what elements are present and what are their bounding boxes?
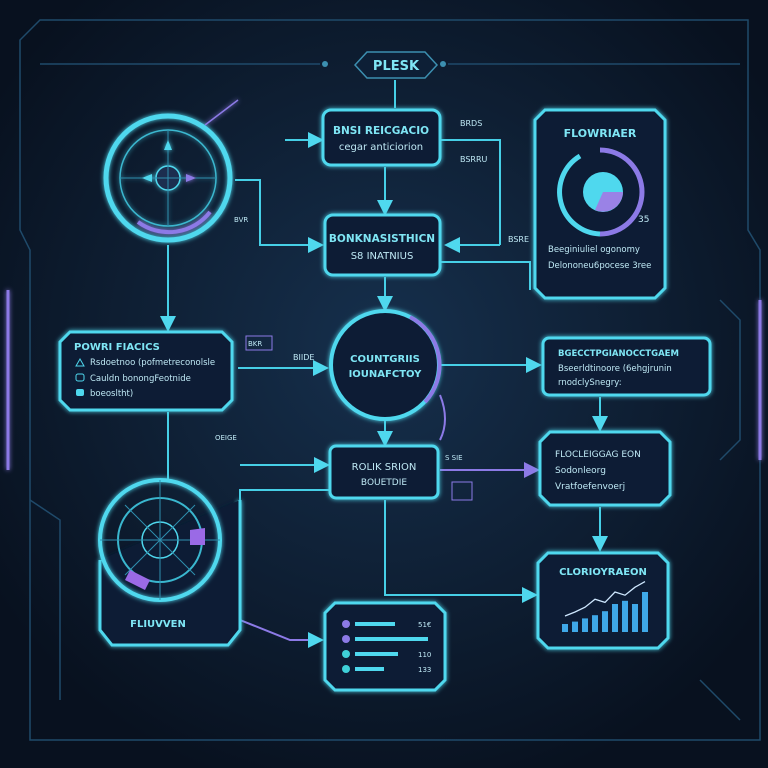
chart-bar — [602, 611, 608, 632]
svg-text:S8 INATNIUS: S8 INATNIUS — [351, 251, 414, 262]
node-center[interactable]: COUNTGRIIS IOUNAFCTOY — [329, 309, 442, 421]
svg-text:PLESK: PLESK — [373, 59, 420, 74]
svg-text:Bseerldtinoore (6ehgjrunin: Bseerldtinoore (6ehgjrunin — [558, 364, 672, 374]
row-icon — [342, 620, 350, 628]
list-item: Beeginiuliel ogonomy — [548, 245, 640, 255]
label-bsre: BSRE — [508, 235, 529, 244]
svg-text:FLOCLEIGGAG EON: FLOCLEIGGAG EON — [555, 450, 641, 460]
chart-bar — [572, 621, 578, 632]
progress-bar — [355, 637, 428, 641]
chart-bar — [622, 600, 628, 632]
svg-text:Vratfoefenvoerj: Vratfoefenvoerj — [555, 482, 625, 492]
chart-bar — [592, 615, 598, 632]
svg-text:COUNTGRIIS: COUNTGRIIS — [350, 354, 420, 365]
pie-gauge-icon — [557, 147, 645, 237]
list-item: Cauldn bonongFeotnide — [90, 374, 191, 384]
row-value: 110 — [418, 651, 431, 659]
node-right-2[interactable]: FLOCLEIGGAG EON Sodonleorg Vratfoefenvoe… — [538, 430, 672, 507]
label-bkr: BKR — [248, 340, 262, 348]
list-item: boeosltht) — [90, 389, 133, 399]
node-lower[interactable]: ROLIK SRION BOUETDIE — [328, 444, 440, 500]
svg-text:FLOWRIAER: FLOWRIAER — [564, 127, 637, 140]
row-icon — [342, 650, 350, 658]
chart-bar — [642, 592, 648, 632]
label-bvr: BVR — [234, 216, 248, 224]
label-bsrru: BSRRU — [460, 155, 488, 164]
row-value: 133 — [418, 666, 431, 674]
svg-text:Sodonleorg: Sodonleorg — [555, 466, 606, 476]
svg-text:POWRI FIACICS: POWRI FIACICS — [74, 342, 160, 353]
chart-bar — [582, 618, 588, 632]
radar-panel[interactable]: FLIUVVEN — [98, 478, 242, 647]
svg-text:cegar anticiorion: cegar anticiorion — [339, 142, 423, 153]
svg-text:BONKNASISTHICN: BONKNASISTHICN — [329, 233, 435, 245]
svg-text:BGECCTPGIANOCCTGAEM: BGECCTPGIANOCCTGAEM — [558, 349, 679, 359]
progress-bar — [355, 667, 384, 671]
row-icon — [342, 635, 350, 643]
svg-text:IOUNAFCTOY: IOUNAFCTOY — [349, 369, 423, 380]
svg-text:rnodclySnegry:: rnodclySnegry: — [558, 378, 622, 388]
progress-bar — [355, 652, 398, 656]
chart-bar — [612, 604, 618, 632]
label-ssie: S SIE — [445, 454, 463, 462]
chart-bar — [562, 624, 568, 632]
label-brds: BRDS — [460, 119, 482, 128]
svg-text:35: 35 — [638, 215, 649, 225]
svg-text:CLORIOYRAEON: CLORIOYRAEON — [559, 567, 647, 578]
svg-text:BNSI REICGACIO: BNSI REICGACIO — [333, 125, 429, 137]
row-icon — [342, 665, 350, 673]
chart-panel[interactable]: CLORIOYRAEON — [536, 551, 670, 650]
svg-text:ROLIK SRION: ROLIK SRION — [352, 462, 417, 473]
list-item: Delononeu6pocese 3ree — [548, 261, 651, 271]
header-title: PLESK — [40, 51, 740, 79]
list-panel[interactable]: 51€ 110 133 — [323, 601, 447, 692]
list-item: Rsdoetnoo (pofmetreconolsle — [90, 358, 215, 368]
svg-text:FLIUVVEN: FLIUVVEN — [130, 619, 186, 630]
svg-text:BOUETDIE: BOUETDIE — [361, 478, 407, 488]
row-value: 51€ — [418, 621, 431, 629]
label-bide: BIIDE — [293, 353, 314, 362]
outer-frame — [19, 19, 761, 741]
node-second[interactable]: BONKNASISTHICN S8 INATNIUS — [323, 213, 442, 277]
node-left[interactable]: POWRI FIACICS Rsdoetnoo (pofmetreconolsl… — [58, 330, 234, 412]
compass-icon — [103, 99, 239, 243]
flow-panel[interactable]: FLOWRIAER 35 Beeginiuliel ogonomy Delono… — [533, 108, 667, 300]
label-oeige: OEIGE — [215, 434, 237, 442]
chart-line — [564, 581, 646, 617]
node-right-1[interactable]: BGECCTPGIANOCCTGAEM Bseerldtinoore (6ehg… — [541, 336, 712, 397]
chart-bar — [632, 604, 638, 632]
progress-bar — [355, 622, 395, 626]
node-top[interactable]: BNSI REICGACIO cegar anticiorion — [321, 108, 442, 167]
